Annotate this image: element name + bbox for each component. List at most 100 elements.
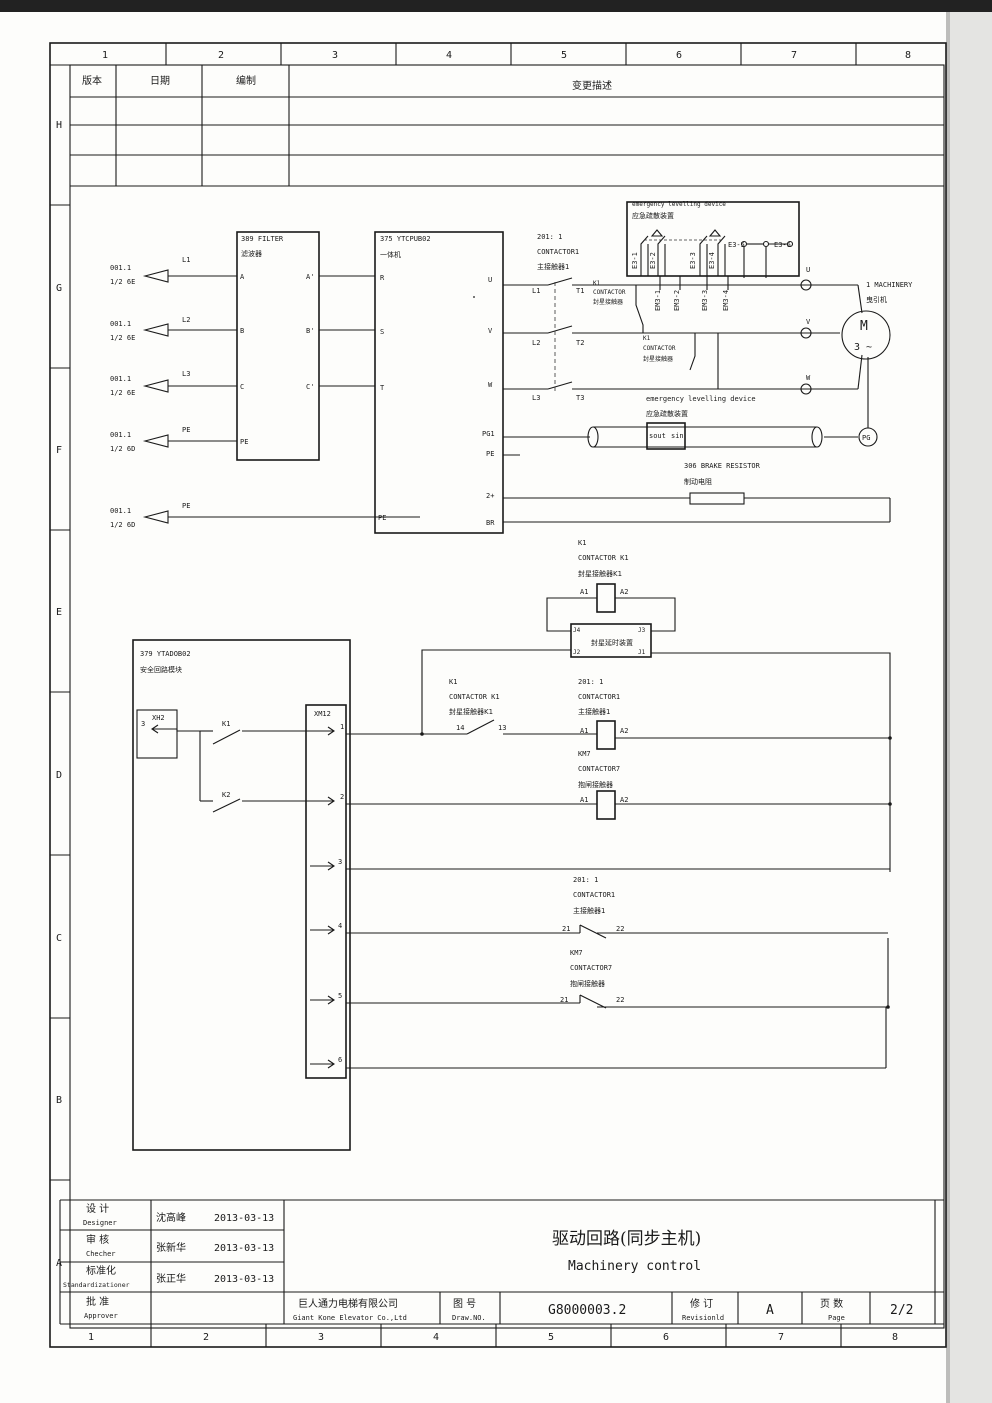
coil-pin: A2: [620, 727, 628, 735]
page-cn: 页 数: [820, 1297, 843, 1310]
nc-pin: 21: [562, 925, 570, 933]
rev-header-description: 变更描述: [572, 79, 612, 92]
role: Approver: [84, 1312, 118, 1320]
input-loc: 1/2 6D: [110, 445, 135, 453]
revision-value: A: [766, 1303, 774, 1318]
inverter-pin: V: [488, 327, 493, 335]
aux-k1-name-cn: 封星接触器K1: [449, 707, 493, 716]
input-arrow: [142, 434, 169, 448]
k1-name-cn: 封星接触器: [593, 298, 623, 306]
encoder-label: PG: [862, 434, 870, 442]
timer-label: 封星延时装置: [591, 638, 633, 647]
row-label: E: [56, 607, 62, 618]
coil-name-cn: 主接触器1: [578, 707, 610, 716]
input-line: L2: [182, 316, 190, 324]
terminal: EM3-4: [722, 290, 730, 311]
coil-contactor1: 201: 1 CONTACTOR1 主接触器1 A1 A2: [578, 678, 628, 750]
person: 张正华: [156, 1272, 186, 1285]
xm12-pin: 5: [338, 992, 342, 1000]
coil-ref: KM7: [578, 750, 591, 758]
k1-label: K1: [593, 280, 601, 287]
revision-en: Revisionld: [682, 1314, 724, 1322]
rev-header-author: 编制: [236, 74, 256, 87]
company-en: Giant Kone Elevator Co.,Ltd: [293, 1314, 407, 1322]
role-cn: 审 核: [86, 1233, 109, 1246]
timer-pin: J3: [638, 627, 646, 634]
coil-pin: A1: [580, 588, 588, 596]
drawno-cn: 图 号: [453, 1298, 476, 1310]
column-grid-bottom: 1 2 3 4 5 6 7 8: [88, 1324, 898, 1347]
nc-name: CONTACTOR1: [573, 891, 615, 899]
col-label: 7: [791, 50, 797, 61]
aux-k1-pin: 13: [498, 724, 506, 732]
pole-label: L1: [532, 287, 540, 295]
col-label: 8: [905, 50, 911, 61]
filter-pin: PE: [240, 438, 248, 446]
svg-text:K1: K1: [643, 335, 651, 342]
emergency-box-title-cn: 应急疏散装置: [632, 211, 674, 220]
input-loc: 1/2 6D: [110, 521, 135, 529]
xm12-pin: 4: [338, 922, 342, 930]
inverter-pin: PE: [486, 450, 494, 458]
filter-block: 389 FILTER 滤波器 A B C PE A' B' C': [236, 231, 375, 461]
svg-text:封星接触器: 封星接触器: [643, 355, 673, 363]
date: 2013-03-13: [214, 1243, 274, 1254]
filter-pin: A: [240, 273, 245, 281]
k1-name: CONTACTOR: [593, 289, 626, 296]
drawing-title-cn: 驱动回路(同步主机): [552, 1229, 701, 1249]
nc-ref: KM7: [570, 949, 583, 957]
k1-coil: K1 CONTACTOR K1 封星接触器K1 A1 A2 J4 J3 J2 J…: [421, 539, 891, 738]
motor: U V W M 3 ~ 1 MACHINERY 曳引机 PG: [800, 266, 913, 447]
motor-terminal: V: [806, 318, 811, 326]
filter-pin: B': [306, 327, 314, 335]
page-en: Page: [828, 1314, 845, 1322]
input-arrow: [142, 323, 169, 337]
input-loc: 1/2 6E: [110, 278, 135, 286]
power-wiring: [503, 277, 891, 523]
xm12-label: XM12: [314, 710, 331, 718]
col-label: 2: [203, 1332, 209, 1343]
input-line: PE: [182, 426, 190, 434]
nc-pin: 22: [616, 996, 624, 1004]
scan-edge-right: [946, 12, 992, 1403]
terminal: EM3-2: [673, 290, 681, 311]
motor-m: M: [860, 319, 868, 334]
safety-module-title-cn: 安全回路模块: [140, 665, 182, 674]
xm12-pin: 6: [338, 1056, 342, 1064]
input-ref: 001.1: [110, 320, 131, 328]
pole-label: L2: [532, 339, 540, 347]
terminal: E3-6: [774, 241, 791, 249]
row-label: A: [56, 1258, 62, 1269]
xm12-pin: 3: [338, 858, 342, 866]
row-label: F: [56, 445, 62, 456]
inverter-pin: PG1: [482, 430, 495, 438]
input-ref: 001.1: [110, 431, 131, 439]
col-label: 8: [892, 1332, 898, 1343]
role: Designer: [83, 1219, 117, 1227]
input-ref: 001.1: [110, 375, 131, 383]
inverter-block: 375 YTCPUB02 一体机 R S T PE U V W PG1 PE 2…: [374, 231, 504, 534]
role-cn: 设 计: [86, 1202, 109, 1215]
emergency-device-title-cn: 应急疏散装置: [646, 409, 688, 418]
terminal: E3-4: [708, 252, 716, 269]
nc-pin: 21: [560, 996, 568, 1004]
input-line: L1: [182, 256, 190, 264]
contactor1-name-cn: 主接触器1: [537, 262, 569, 271]
timer-pin: J2: [573, 649, 581, 656]
k1-coil-name-cn: 封星接触器K1: [578, 569, 622, 578]
inverter-title: 375 YTCPUB02: [380, 235, 431, 243]
inverter-title-cn: 一体机: [380, 250, 401, 259]
role-cn: 批 准: [86, 1295, 109, 1308]
drawno-en: Draw.NO.: [452, 1314, 486, 1322]
page-value: 2/2: [890, 1303, 913, 1318]
encoder-symbol: [858, 427, 878, 447]
safety-module: 379 YTADOB02 安全回路模块 XH2 3 K1 K2 XM12 1 2…: [132, 639, 351, 1151]
row-label: B: [56, 1095, 62, 1106]
terminal: E3-1: [631, 252, 639, 269]
row-grid-left: H G F E D C B A: [50, 120, 70, 1269]
input-line: PE: [182, 502, 190, 510]
pole-label: T3: [576, 394, 584, 402]
motor-phase: 3 ~: [854, 342, 872, 353]
col-label: 6: [676, 50, 682, 61]
filter-title: 389 FILTER: [241, 235, 284, 243]
